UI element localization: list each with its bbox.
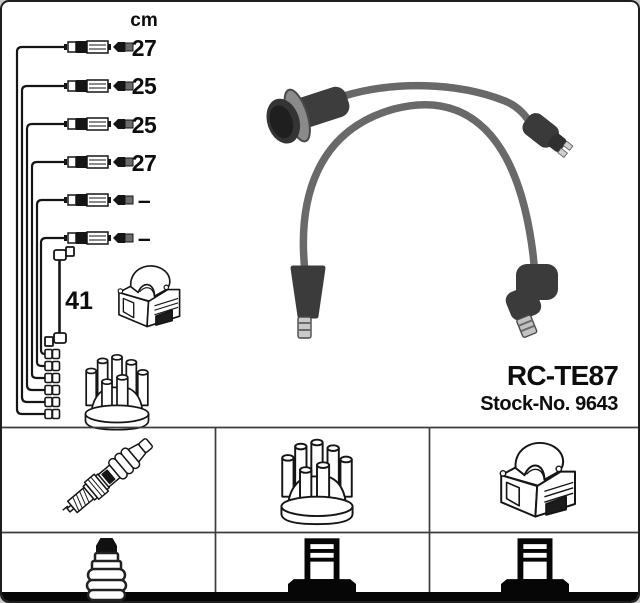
cable-length-1: 27 [131, 35, 157, 61]
cable-length-6: – [137, 225, 151, 251]
cable-length-5: – [137, 187, 151, 213]
distributor-end-plugs [44, 348, 61, 420]
cable-length-4: 27 [131, 150, 157, 176]
straight-cable [340, 81, 533, 125]
coil-terminal-connector-icon [501, 538, 569, 593]
plug-boot-bottom-right [505, 264, 558, 338]
distributor-cap-drawing [84, 353, 150, 431]
coil-terminal-connector-icon [288, 538, 356, 593]
bottom-bar [2, 592, 638, 601]
ignition-coil-icon [499, 441, 577, 518]
product-code: RC-TE87 [506, 360, 619, 391]
ignition-coil-drawing [117, 265, 181, 328]
plug-boot-top-right [522, 113, 574, 159]
plug-boot-connector-icon [85, 538, 128, 601]
unit-header: cm [130, 10, 158, 31]
coil-wire-length: 41 [65, 287, 93, 315]
cable-photo [266, 81, 574, 339]
cable-length-3: 25 [131, 112, 157, 138]
arched-cable [299, 101, 538, 276]
plug-boot-bottom-left [290, 265, 326, 339]
stock-number-line: Stock-No. 9643 [480, 393, 618, 415]
cable-length-2: 25 [131, 73, 157, 99]
distributor-boot [266, 86, 350, 144]
cable-length-schematic [15, 45, 64, 416]
coil-wire-schematic [44, 246, 75, 347]
legend-grid-lines [2, 426, 638, 594]
distributor-cap-icon [280, 438, 354, 526]
spark-plug-icon [56, 432, 158, 524]
